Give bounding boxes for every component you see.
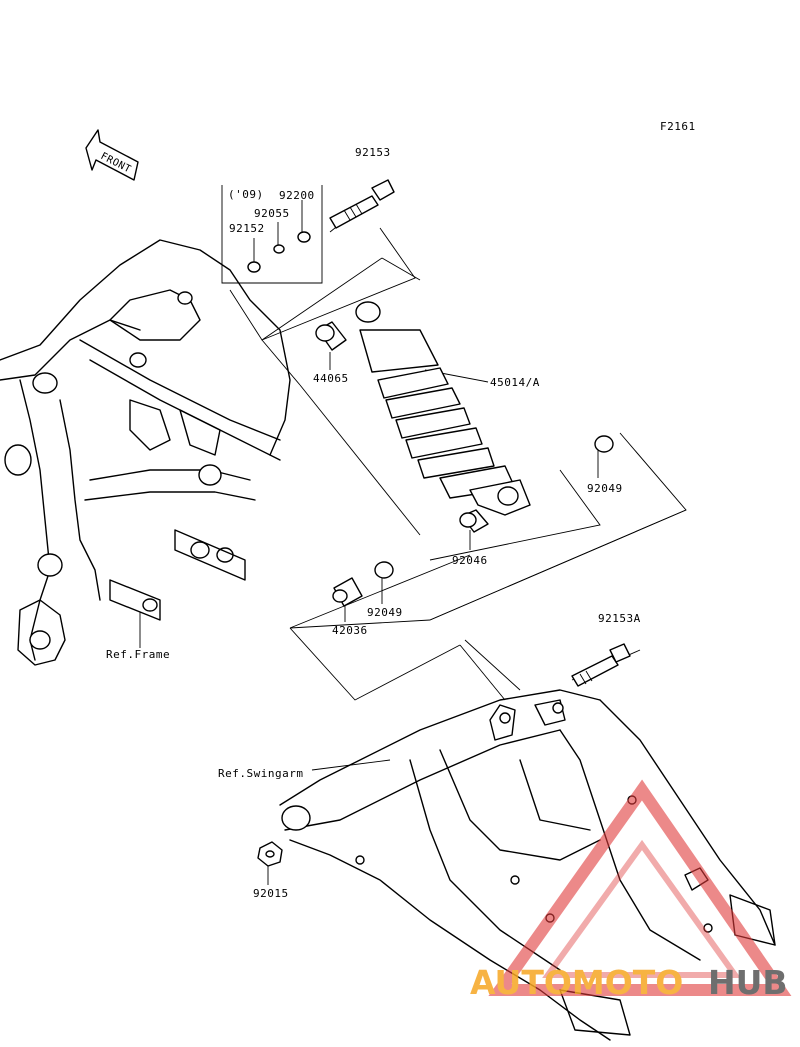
year-note: ('09) <box>228 188 264 201</box>
frame-illustration <box>0 239 291 666</box>
bolt-92153A <box>571 643 631 687</box>
leader-lines <box>139 185 687 885</box>
watermark-brand-a: AUTOMOTO <box>470 963 683 1002</box>
part-label-45014: 45014/A <box>490 376 540 389</box>
part-label-92049-upper: 92049 <box>587 482 623 495</box>
bolt-92153 <box>329 179 395 229</box>
part-label-92153A: 92153A <box>598 612 641 625</box>
part-label-92046: 92046 <box>452 554 488 567</box>
swingarm-illustration <box>279 689 776 1041</box>
ring-92055 <box>273 244 285 254</box>
seal-92049-upper <box>594 435 614 453</box>
front-arrow-label: FRONT <box>99 151 133 176</box>
part-label-92055: 92055 <box>254 207 290 220</box>
watermark-logo: AUTOMOTO HUB <box>470 779 792 1002</box>
part-label-92152: 92152 <box>229 222 265 235</box>
figure-code: F2161 <box>660 120 696 133</box>
part-label-44065: 44065 <box>313 372 349 385</box>
nut-92015 <box>257 841 283 867</box>
collar-42036 <box>332 577 363 607</box>
ref-frame-label: Ref.Frame <box>106 648 170 661</box>
part-label-92200: 92200 <box>279 189 315 202</box>
part-label-92049-lower: 92049 <box>367 606 403 619</box>
part-label-42036: 42036 <box>332 624 368 637</box>
washer-92200 <box>297 231 311 243</box>
ref-swingarm-label: Ref.Swingarm <box>218 767 303 780</box>
part-label-92153: 92153 <box>355 146 391 159</box>
bushing-44065 <box>315 321 347 351</box>
bearing-92046 <box>459 509 489 533</box>
part-label-92015: 92015 <box>253 887 289 900</box>
collar-92152 <box>247 261 261 273</box>
watermark-brand-b: HUB <box>708 963 788 1002</box>
front-direction-arrow: FRONT <box>85 129 139 181</box>
seal-92049-lower <box>374 561 394 579</box>
shock-absorber-45014 <box>355 301 531 516</box>
